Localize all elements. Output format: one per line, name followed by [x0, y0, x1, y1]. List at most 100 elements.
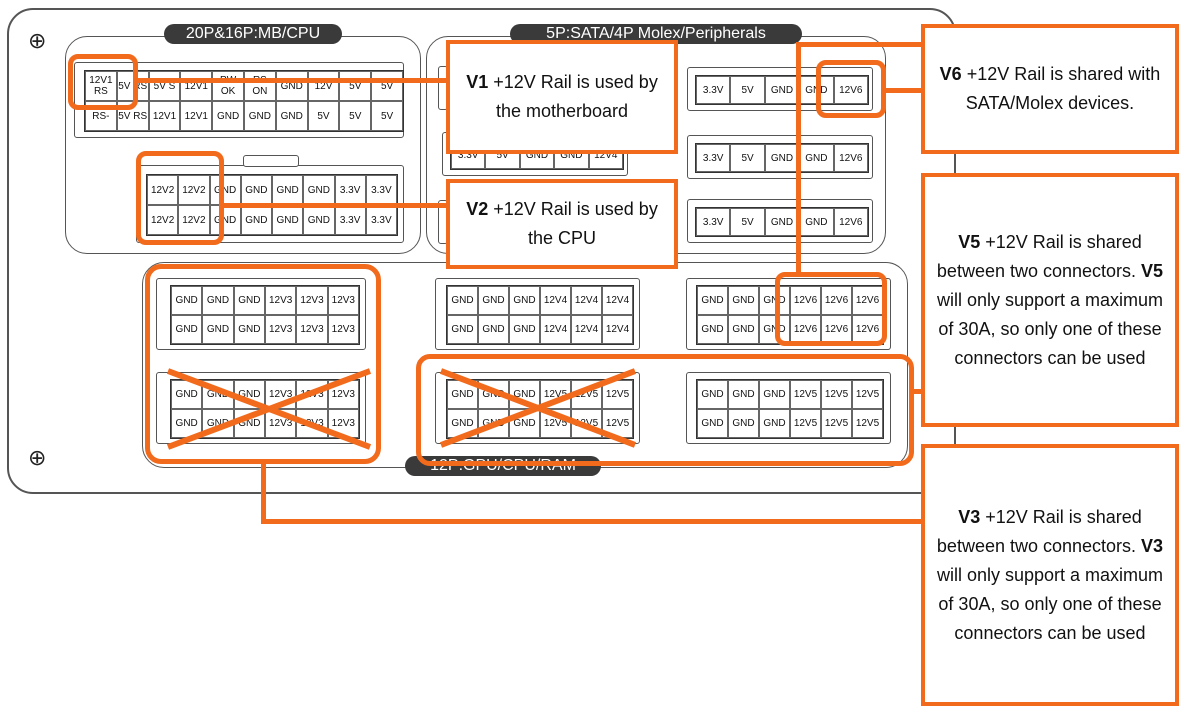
- pin-label: GND: [759, 286, 790, 315]
- callout-text: +12V Rail is shared between two connecto…: [936, 231, 1142, 281]
- pin-label: 12V5: [852, 380, 883, 409]
- screw-icon: ⊕: [28, 445, 47, 470]
- pin-label: 5V RS: [116, 71, 149, 101]
- pin-label: 5V: [339, 71, 372, 101]
- pin-label: GND: [275, 101, 308, 131]
- pin-label: 12V2: [147, 205, 179, 235]
- callout-v5: V5 +12V Rail is shared between two conne…: [921, 173, 1179, 427]
- pin-label: 12V3: [296, 286, 328, 315]
- pin-label: GND: [799, 208, 834, 236]
- pin-label: 12V5: [852, 409, 883, 438]
- pin-label: GND: [212, 101, 244, 131]
- pin-label: 12V5: [821, 409, 852, 438]
- pin-label: GND: [759, 380, 790, 409]
- pin-label: 5V: [730, 208, 765, 236]
- callout-text: +12V Rail is shared with SATA/Molex devi…: [961, 64, 1161, 113]
- pin-label: 12V4: [571, 286, 602, 315]
- pin-label: 5V: [339, 101, 372, 131]
- pin-label: GND: [272, 205, 304, 235]
- rail-name: V5: [958, 231, 981, 252]
- callout-text: +12V Rail is used by the motherboard: [488, 72, 658, 121]
- pin-label: GND: [171, 315, 203, 344]
- highlight-v2: [136, 151, 224, 245]
- rail-name: V5: [1141, 260, 1164, 281]
- pin-label: 12V1 RS: [85, 71, 117, 101]
- rail-name: V1: [466, 72, 489, 92]
- pin-label: GND: [240, 175, 272, 205]
- pin-label: 12V1: [148, 101, 181, 131]
- pin-label: GND: [764, 144, 800, 172]
- pin-label: 12V4: [602, 315, 633, 344]
- pin-label: 5V: [307, 101, 340, 131]
- pin-label: 12V5: [602, 380, 633, 409]
- pin-label: GND: [764, 208, 800, 236]
- pin-label: 3.3V: [696, 208, 731, 236]
- callout-text: +12V Rail is used by the CPU: [488, 199, 658, 248]
- pin-label: 12V: [307, 71, 340, 101]
- pin-label: GND: [303, 205, 335, 235]
- rail-name: V3: [958, 506, 981, 527]
- pin-label: 12V3: [327, 315, 359, 344]
- pin-label: 12V6: [833, 76, 868, 104]
- rail-name: V3: [1141, 535, 1164, 556]
- pin-label: GND: [171, 286, 203, 315]
- pin-label: GND: [799, 144, 834, 172]
- pin-label: 12V6: [790, 286, 821, 315]
- pin-label: 3.3V: [696, 144, 731, 172]
- leader-line-v5: [796, 42, 926, 47]
- callout-text: will only support a maximum of 30A, so o…: [936, 564, 1164, 643]
- pin-label: 12V6: [833, 144, 868, 172]
- pin-label: GND: [697, 380, 728, 409]
- leader-line-v6: [884, 88, 924, 93]
- pin-label: 12V6: [821, 315, 852, 344]
- highlight-v5: [416, 354, 914, 466]
- tab-mb-cpu: 20P&16P:MB/CPU: [164, 24, 342, 44]
- pin-label: GND: [697, 315, 728, 344]
- pin-label: 12V5: [790, 409, 821, 438]
- pin-label: GND: [728, 380, 759, 409]
- highlight-v1: [68, 54, 138, 110]
- pin-label: 12V4: [602, 286, 633, 315]
- pin-label: 12V6: [821, 286, 852, 315]
- pin-label: GND: [509, 315, 540, 344]
- pin-label: 12V2: [178, 175, 210, 205]
- rail-name: V2: [466, 199, 489, 219]
- leader-line-v3: [261, 519, 926, 524]
- pin-label: 5V S: [148, 71, 181, 101]
- pin-label: GND: [233, 286, 265, 315]
- pin-label: GND: [728, 286, 759, 315]
- callout-v3: V3 +12V Rail is shared between two conne…: [921, 444, 1179, 706]
- callout-text: +12V Rail is shared between two connecto…: [936, 506, 1142, 556]
- pin-label: 12V6: [833, 208, 868, 236]
- highlight-v6: [816, 60, 886, 118]
- pin-label: GND: [478, 315, 509, 344]
- pin-label: GND: [202, 286, 234, 315]
- pin-label: 12V4: [540, 315, 571, 344]
- highlight-v6-gpu: [775, 272, 887, 346]
- leader-line-v2: [222, 203, 448, 208]
- callout-v6: V6 +12V Rail is shared with SATA/Molex d…: [921, 24, 1179, 154]
- highlight-v3: [145, 264, 381, 464]
- pin-label: GND: [233, 315, 265, 344]
- pin-label: 3.3V: [334, 205, 366, 235]
- cross-out-icon: [439, 368, 637, 448]
- pin-label: 12V1: [180, 101, 213, 131]
- pin-label: 12V3: [327, 286, 359, 315]
- pin-label: GND: [764, 76, 800, 104]
- pin-label: GND: [759, 409, 790, 438]
- pin-label: 12V5: [790, 380, 821, 409]
- leader-line-v3: [261, 462, 266, 524]
- pin-label: 12V3: [265, 315, 297, 344]
- pin-label: 12V2: [147, 175, 179, 205]
- cross-out-icon: [166, 368, 372, 450]
- pin-label: 3.3V: [696, 76, 731, 104]
- pin-label: GND: [202, 315, 234, 344]
- pin-label: GND: [447, 315, 478, 344]
- pin-label: PW OK: [212, 71, 244, 101]
- pin-label: GND: [240, 205, 272, 235]
- pin-label: 12V4: [540, 286, 571, 315]
- pin-label: 5V: [371, 101, 403, 131]
